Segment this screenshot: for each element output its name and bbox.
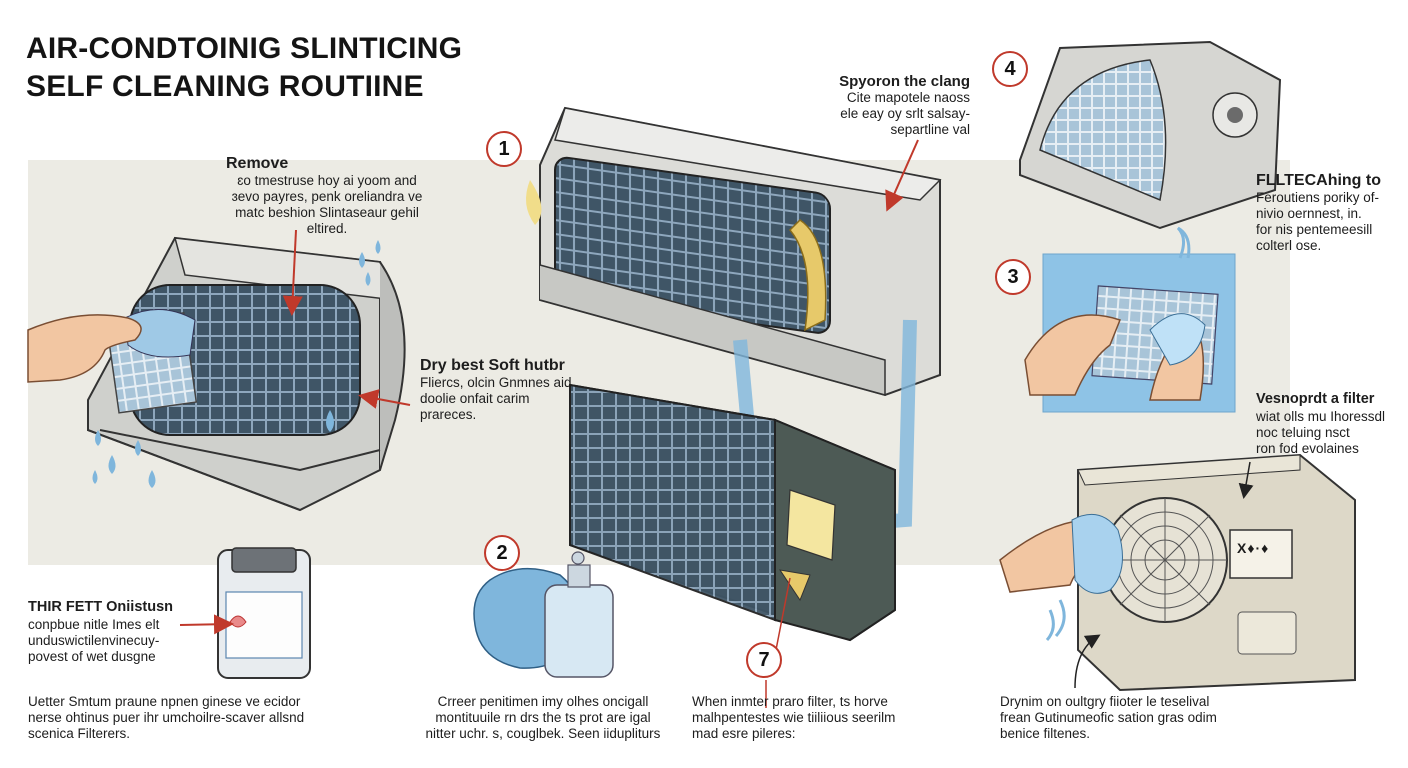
step-1-badge: 1	[486, 131, 522, 167]
hand-right	[999, 513, 1123, 642]
caption-bottom-3-line: When inmter praro filter, ts horve	[692, 694, 888, 709]
caption-bottom-3-line: mad esre pileres:	[692, 726, 796, 741]
arrow-dry-outdoor	[1074, 634, 1101, 689]
outdoor-unit	[1077, 453, 1356, 692]
callout-dry-best-line: Fliercs, olcin Gnmnes aid	[420, 375, 572, 390]
cleaning-jar	[217, 547, 311, 679]
callout-spray-line: Spyoron the clang	[839, 73, 970, 90]
caption-bottom-4-line: Drynim on oultgry fiioter le teselival	[1000, 694, 1210, 709]
callout-vent-filter-heading: Vesnoprdt a filter	[1256, 391, 1375, 407]
callout-filter-top-line: for nis pentemeesill	[1256, 222, 1373, 237]
callout-third-felt-line: conpbue nitle Imes elt	[28, 617, 160, 632]
callout-third-felt-line: povest of wet dusgne	[28, 649, 156, 664]
callout-vent-filter-line: ron fod evolaines	[1256, 441, 1359, 456]
caption-bottom-3: When inmter praro filter, ts horve malhp…	[692, 694, 932, 742]
page-title: AIR-CONDTOINIG SLINTICING SELF CLEANING …	[26, 30, 462, 106]
hand-left	[27, 314, 142, 383]
callout-vent-filter-line: noc teluing nsct	[1256, 425, 1350, 440]
arrow-dry-best	[358, 389, 411, 409]
arrow-vent-filter	[1238, 461, 1254, 499]
caption-bottom-4-line: benice filtenes.	[1000, 726, 1091, 741]
callout-spray-line: ele eay oy srlt salsay-	[840, 106, 970, 121]
caption-bottom-2-line: montituuile rn drs the ts prot are igal	[435, 710, 651, 725]
arrow-remove	[282, 229, 303, 316]
callout-spray: Spyoron the clang Cite mapotele naoss el…	[790, 74, 970, 138]
callout-remove-line: ɛo tmestruse hoy ai yoom and	[237, 173, 417, 188]
callout-filter-top: FLLTECAhing to Feroutiens poriky of- niv…	[1256, 171, 1406, 254]
outdoor-unit-panel-label: X♦·♦	[1237, 540, 1270, 556]
callout-spray-line: separtline val	[890, 122, 970, 137]
callout-vent-filter: Vesnoprdt a filter wiat olls mu Ihoressd…	[1256, 390, 1406, 457]
callout-third-felt-heading: THIR FETT Oniistusn	[28, 599, 173, 615]
arrow-spray	[885, 139, 919, 212]
caption-bottom-1-line: nerse ohtinus puer ihr umchoilre-scaver …	[28, 710, 305, 725]
callout-dry-best-line: prareces.	[420, 407, 477, 422]
step-4-badge: 4	[992, 51, 1028, 87]
callout-filter-top-line: Feroutiens poriky of-	[1256, 190, 1380, 205]
caption-bottom-4-line: frean Gutinumeofic sation gras odim	[1000, 710, 1217, 725]
water-drops-left	[92, 240, 381, 488]
top-indoor-unit	[526, 106, 942, 397]
caption-bottom-2-line: nitter uchr. s, couglbek. Seen iiduplitu…	[425, 726, 661, 741]
callout-spray-line: Cite mapotele naoss	[846, 90, 970, 105]
callout-remove-line: eltired.	[306, 221, 348, 236]
step-2-badge: 2	[484, 535, 520, 571]
caption-bottom-1-line: scenica Filterers.	[28, 726, 131, 741]
title-line-1: AIR-CONDTOINIG SLINTICING	[26, 32, 463, 65]
step-7-badge: 7	[746, 642, 782, 678]
caption-bottom-1-line: Uetter Smtum praune npnen ginese ve ecid…	[28, 694, 301, 709]
callout-filter-top-heading: FLLTECAhing to	[1256, 172, 1381, 189]
callout-third-felt: THIR FETT Oniistusn conpbue nitle Imes e…	[28, 598, 198, 665]
callout-remove-line: ɜevo payres, penk oreliandra ve	[231, 189, 423, 204]
callout-vent-filter-line: wiat olls mu Ihoressdl	[1256, 409, 1386, 424]
callout-filter-top-line: nivio oernnest, in.	[1256, 206, 1362, 221]
caption-bottom-3-line: malhpentestes wie tiiliious seerilm	[692, 710, 896, 725]
leader-step-7	[774, 577, 791, 656]
callout-dry-best-line: doolie onfait carim	[420, 391, 530, 406]
callout-dry-best: Dry best Soft hutbr Fliercs, olcin Gnmne…	[420, 356, 610, 423]
title-line-2: SELF CLEANING ROUTIINE	[26, 70, 424, 103]
callout-remove-line: matc beshion Slintaseaur gehil	[235, 205, 419, 220]
top-right-unit	[1019, 40, 1282, 230]
water-splash-3	[1176, 226, 1191, 259]
center-green-unit	[569, 383, 896, 642]
callout-remove: Remove ɛo tmestruse hoy ai yoom and ɜevo…	[212, 154, 442, 237]
arrow-third-felt	[179, 614, 234, 635]
callout-third-felt-line: unduswictilenvinecuy-	[28, 633, 160, 648]
cloth-and-bottle	[473, 551, 614, 678]
caption-bottom-1: Uetter Smtum praune npnen ginese ve ecid…	[28, 694, 328, 742]
callout-remove-heading: Remove	[226, 155, 289, 172]
step-3-badge: 3	[995, 259, 1031, 295]
caption-bottom-2: Crreer penitimen imy olhes oncigall mont…	[418, 694, 668, 742]
washing-panel	[1024, 253, 1236, 413]
callout-dry-best-heading: Dry best Soft hutbr	[420, 357, 565, 374]
caption-bottom-2-line: Crreer penitimen imy olhes oncigall	[437, 694, 649, 709]
caption-bottom-4: Drynim on oultgry fiioter le teselival f…	[1000, 694, 1260, 742]
callout-filter-top-line: colterl ose.	[1256, 238, 1322, 253]
